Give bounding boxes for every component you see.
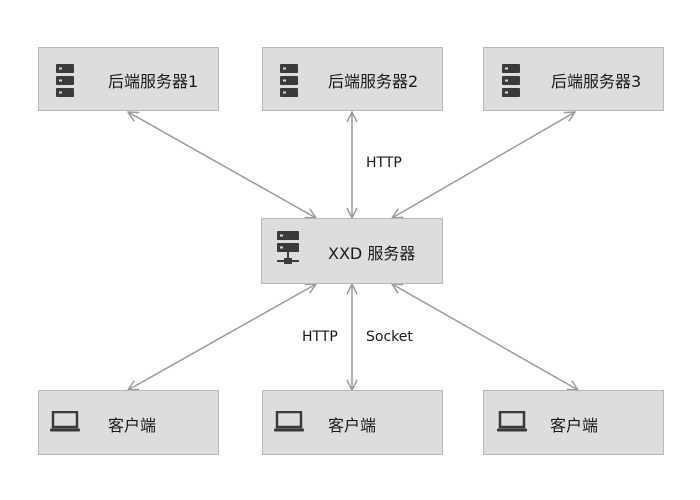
- xxd-server-label: XXD 服务器: [328, 244, 416, 263]
- client-node[interactable]: 客户端: [38, 390, 219, 455]
- client-label: 客户端: [550, 416, 599, 435]
- laptop-icon: [497, 411, 527, 432]
- backend-server-label: 后端服务器3: [551, 72, 642, 91]
- backend-server-node[interactable]: 后端服务器3: [483, 47, 664, 111]
- backend-server-node[interactable]: 后端服务器1: [38, 47, 219, 111]
- edge-backend3-xxd: [392, 112, 575, 218]
- edge-backend1-xxd: [128, 112, 316, 218]
- backend-server-label: 后端服务器1: [108, 72, 199, 91]
- client-label: 客户端: [328, 416, 377, 435]
- edge-xxd-client3: [392, 284, 578, 390]
- client-label: 客户端: [108, 416, 157, 435]
- edge-label-http-upper: HTTP: [366, 155, 402, 171]
- server-rack-icon: [56, 64, 74, 97]
- laptop-icon: [274, 411, 304, 432]
- edge-xxd-client1: [128, 284, 316, 390]
- server-rack-icon: [280, 64, 298, 97]
- client-node[interactable]: 客户端: [483, 390, 664, 455]
- edge-label-http-lower: HTTP: [302, 329, 338, 345]
- xxd-server-node[interactable]: XXD 服务器: [261, 218, 443, 284]
- laptop-icon: [50, 411, 80, 432]
- edge-label-socket: Socket: [366, 329, 413, 345]
- backend-server-label: 后端服务器2: [328, 72, 419, 91]
- backend-server-node[interactable]: 后端服务器2: [262, 47, 443, 111]
- network-server-icon: [277, 231, 299, 264]
- client-node[interactable]: 客户端: [262, 390, 443, 455]
- server-rack-icon: [502, 64, 520, 97]
